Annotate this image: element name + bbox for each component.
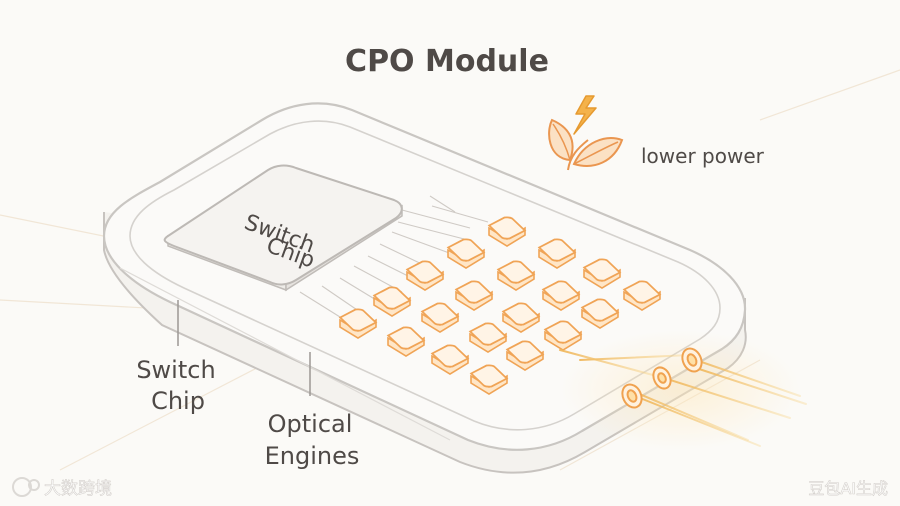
optical-engine-array [338, 216, 662, 395]
diagram-title: CPO Module [345, 44, 549, 79]
callout-leaders [177, 300, 311, 396]
optical-engine [454, 280, 494, 311]
optical-engine [541, 280, 581, 311]
watermark-left: 大数跨境 [44, 479, 112, 499]
fiber-connector-2 [652, 366, 672, 390]
switch-chip-top [163, 164, 403, 286]
fiber-connector-3 [681, 347, 703, 373]
optical-engines-callout-line2: Engines [265, 442, 360, 470]
optical-engine [582, 258, 622, 289]
switch-chip-callout-line2: Chip [151, 387, 205, 415]
fiber-connector-1 [621, 383, 643, 409]
fiber-outputs [559, 330, 807, 450]
optical-engine [622, 280, 662, 311]
board-edge-line [119, 267, 451, 441]
optical-engine [543, 320, 583, 351]
optical-engine [487, 216, 527, 247]
optical-engine [372, 286, 412, 317]
optical-engine [505, 340, 545, 371]
optical-engine [420, 302, 460, 333]
optical-engine [468, 322, 508, 353]
optical-engine [496, 260, 536, 291]
optical-engine [338, 308, 378, 339]
leaf-bolt-icon [548, 95, 624, 171]
optical-engine [405, 260, 445, 291]
optical-engine [537, 238, 577, 269]
swirl-logo-icon [12, 477, 40, 497]
lower-power-label: lower power [641, 144, 765, 168]
fiber-lines [559, 349, 807, 447]
optical-engine [501, 302, 541, 333]
optical-engine [580, 298, 620, 329]
optical-engine [430, 344, 470, 375]
switch-chip-callout-line1: Switch [136, 356, 215, 384]
optical-engine [386, 326, 426, 357]
optical-engines-callout-line1: Optical [268, 410, 353, 438]
watermark-right: 豆包AI生成 [808, 479, 888, 498]
switch-chip: Switch Chip [163, 164, 403, 292]
optical-engine [446, 238, 486, 269]
optical-engine [469, 364, 509, 395]
